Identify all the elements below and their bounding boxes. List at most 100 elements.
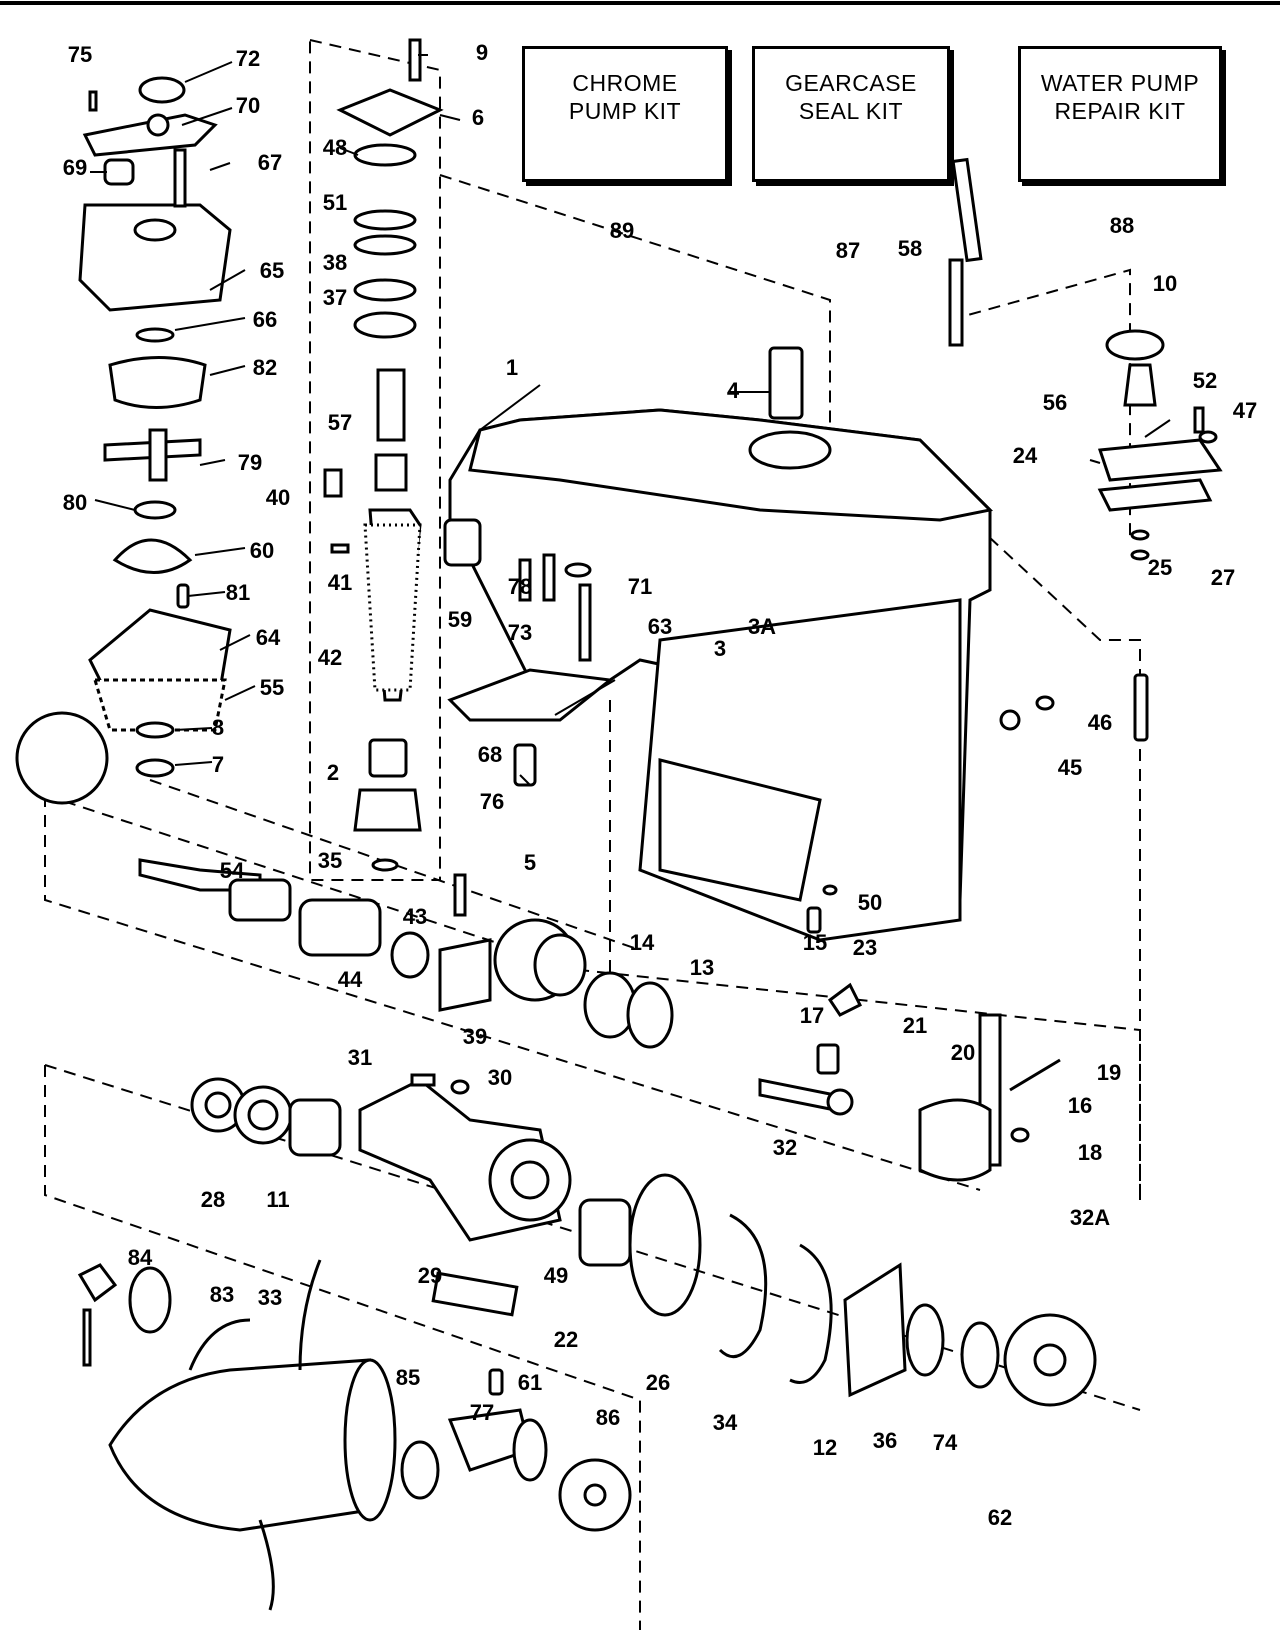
callout-20: 20 bbox=[951, 1040, 975, 1065]
callout-25: 25 bbox=[1148, 555, 1172, 580]
callout-6: 6 bbox=[472, 105, 484, 130]
callout-87: 87 bbox=[836, 238, 860, 263]
callout-52: 52 bbox=[1193, 368, 1217, 393]
callout-38: 38 bbox=[323, 250, 347, 275]
water-pump-assembly bbox=[15, 76, 232, 805]
callout-22: 22 bbox=[554, 1327, 578, 1352]
callout-7: 7 bbox=[212, 752, 224, 777]
callout-45: 45 bbox=[1058, 755, 1082, 780]
callout-72: 72 bbox=[236, 46, 260, 71]
callout-55: 55 bbox=[260, 675, 284, 700]
callout-86: 86 bbox=[596, 1405, 620, 1430]
callout-82: 82 bbox=[253, 355, 277, 380]
bearing-housing-assembly bbox=[190, 1073, 1097, 1407]
callout-69: 69 bbox=[63, 155, 87, 180]
callout-29: 29 bbox=[418, 1263, 442, 1288]
callout-32A: 32A bbox=[1070, 1205, 1110, 1230]
kit-box-gearcase-seal: GEARCASE SEAL KIT bbox=[752, 46, 950, 182]
callout-21: 21 bbox=[903, 1013, 927, 1038]
callout-89: 89 bbox=[610, 218, 634, 243]
callout-42: 42 bbox=[318, 645, 342, 670]
callout-3A: 3A bbox=[748, 614, 776, 639]
callout-33: 33 bbox=[258, 1285, 282, 1310]
callout-28: 28 bbox=[201, 1187, 225, 1212]
callout-3: 3 bbox=[714, 636, 726, 661]
kit-label: WATER PUMP REPAIR KIT bbox=[1021, 49, 1219, 147]
callout-24: 24 bbox=[1013, 443, 1038, 468]
callout-75: 75 bbox=[68, 42, 92, 67]
kit-label: CHROME PUMP KIT bbox=[525, 49, 725, 147]
callout-88: 88 bbox=[1110, 213, 1134, 238]
callout-2: 2 bbox=[327, 760, 339, 785]
callout-30: 30 bbox=[488, 1065, 512, 1090]
callout-27: 27 bbox=[1211, 565, 1235, 590]
callout-78: 78 bbox=[508, 574, 532, 599]
callout-50: 50 bbox=[858, 890, 882, 915]
callout-43: 43 bbox=[403, 904, 427, 929]
callout-4: 4 bbox=[727, 378, 740, 403]
callout-84: 84 bbox=[128, 1245, 153, 1270]
callout-13: 13 bbox=[690, 955, 714, 980]
propeller-shaft-gears bbox=[138, 858, 674, 1049]
callout-15: 15 bbox=[803, 930, 827, 955]
kit-label: GEARCASE SEAL KIT bbox=[755, 49, 947, 147]
callout-66: 66 bbox=[253, 307, 277, 332]
callout-16: 16 bbox=[1068, 1093, 1092, 1118]
callout-51: 51 bbox=[323, 190, 347, 215]
callout-19: 19 bbox=[1097, 1060, 1121, 1085]
callout-56: 56 bbox=[1043, 390, 1067, 415]
callout-5: 5 bbox=[524, 850, 536, 875]
callout-44: 44 bbox=[338, 967, 363, 992]
callout-71: 71 bbox=[628, 574, 652, 599]
kit-box-water-pump-repair: WATER PUMP REPAIR KIT bbox=[1018, 46, 1222, 182]
callout-40: 40 bbox=[266, 485, 290, 510]
shift-linkage bbox=[758, 157, 1223, 1182]
gearcase-housing bbox=[443, 346, 994, 942]
callout-49: 49 bbox=[544, 1263, 568, 1288]
callout-54: 54 bbox=[220, 858, 245, 883]
callout-26: 26 bbox=[646, 1370, 670, 1395]
callout-83: 83 bbox=[210, 1282, 234, 1307]
callout-57: 57 bbox=[328, 410, 352, 435]
callout-46: 46 bbox=[1088, 710, 1112, 735]
callout-65: 65 bbox=[260, 258, 284, 283]
callout-48: 48 bbox=[323, 135, 347, 160]
callout-63: 63 bbox=[648, 614, 672, 639]
propeller-assembly bbox=[77, 1259, 632, 1611]
callout-14: 14 bbox=[630, 930, 655, 955]
callout-85: 85 bbox=[396, 1365, 420, 1390]
callout-34: 34 bbox=[713, 1410, 738, 1435]
callout-17: 17 bbox=[800, 1003, 824, 1028]
callout-12: 12 bbox=[813, 1435, 837, 1460]
callout-8: 8 bbox=[212, 715, 224, 740]
callout-60: 60 bbox=[250, 538, 274, 563]
callout-73: 73 bbox=[508, 620, 532, 645]
kit-box-chrome-pump: CHROME PUMP KIT bbox=[522, 46, 728, 182]
callout-68: 68 bbox=[478, 742, 502, 767]
callout-39: 39 bbox=[463, 1024, 487, 1049]
callout-31: 31 bbox=[348, 1045, 372, 1070]
callout-80: 80 bbox=[63, 490, 87, 515]
callout-64: 64 bbox=[256, 625, 281, 650]
callout-61: 61 bbox=[518, 1370, 542, 1395]
callout-37: 37 bbox=[323, 285, 347, 310]
callout-76: 76 bbox=[480, 789, 504, 814]
callout-11: 11 bbox=[266, 1187, 289, 1212]
callout-32: 32 bbox=[773, 1135, 797, 1160]
callout-leader-lines bbox=[90, 54, 1171, 786]
callout-81: 81 bbox=[226, 580, 250, 605]
callout-9: 9 bbox=[476, 40, 488, 65]
driveshaft-assembly bbox=[323, 38, 444, 872]
callout-74: 74 bbox=[933, 1430, 958, 1455]
callout-59: 59 bbox=[448, 607, 472, 632]
callout-77: 77 bbox=[470, 1400, 494, 1425]
callout-70: 70 bbox=[236, 93, 260, 118]
callout-58: 58 bbox=[898, 236, 922, 261]
callout-47: 47 bbox=[1233, 398, 1257, 423]
callout-36: 36 bbox=[873, 1428, 897, 1453]
callout-67: 67 bbox=[258, 150, 282, 175]
callout-79: 79 bbox=[238, 450, 262, 475]
callout-18: 18 bbox=[1078, 1140, 1102, 1165]
